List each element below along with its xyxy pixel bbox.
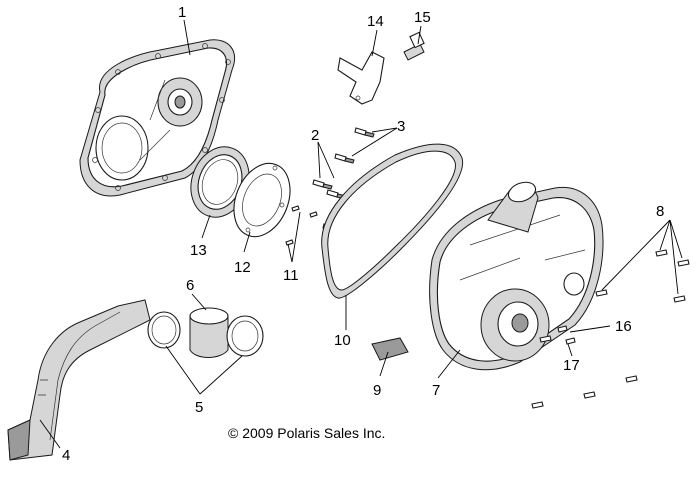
part-gasket-plate <box>233 162 291 238</box>
callout-2: 2 <box>311 127 319 144</box>
callout-labels: 1 2 3 4 5 6 7 8 9 10 11 12 13 14 15 16 1… <box>62 4 664 464</box>
part-sensor <box>403 31 425 61</box>
callout-9: 9 <box>373 382 381 399</box>
part-cover-screws <box>531 249 690 409</box>
callout-5: 5 <box>195 399 203 416</box>
callout-3: 3 <box>397 118 405 135</box>
callout-15: 15 <box>414 9 431 26</box>
callout-7: 7 <box>432 382 440 399</box>
callout-8: 8 <box>656 203 664 220</box>
callout-4: 4 <box>62 447 70 464</box>
callout-10: 10 <box>334 332 351 349</box>
part-small-screws <box>285 205 318 246</box>
callout-1: 1 <box>178 4 186 21</box>
callout-6: 6 <box>186 277 194 294</box>
leader-lines <box>39 19 683 449</box>
callout-13: 13 <box>190 242 207 259</box>
callout-12: 12 <box>234 259 251 276</box>
part-label-decal <box>371 337 409 361</box>
copyright-notice: © 2009 Polaris Sales Inc. <box>228 425 385 441</box>
part-inner-cover <box>79 39 235 197</box>
part-outer-cover <box>429 181 604 371</box>
part-air-duct-boot <box>487 181 539 233</box>
callout-17: 17 <box>563 357 580 374</box>
part-bracket <box>337 51 385 105</box>
part-drive-belt <box>321 143 464 299</box>
callout-16: 16 <box>615 318 632 335</box>
part-air-intake-duct <box>7 299 151 461</box>
callout-14: 14 <box>367 13 384 30</box>
callout-11: 11 <box>283 267 299 284</box>
part-coupler-clamps <box>147 307 264 358</box>
